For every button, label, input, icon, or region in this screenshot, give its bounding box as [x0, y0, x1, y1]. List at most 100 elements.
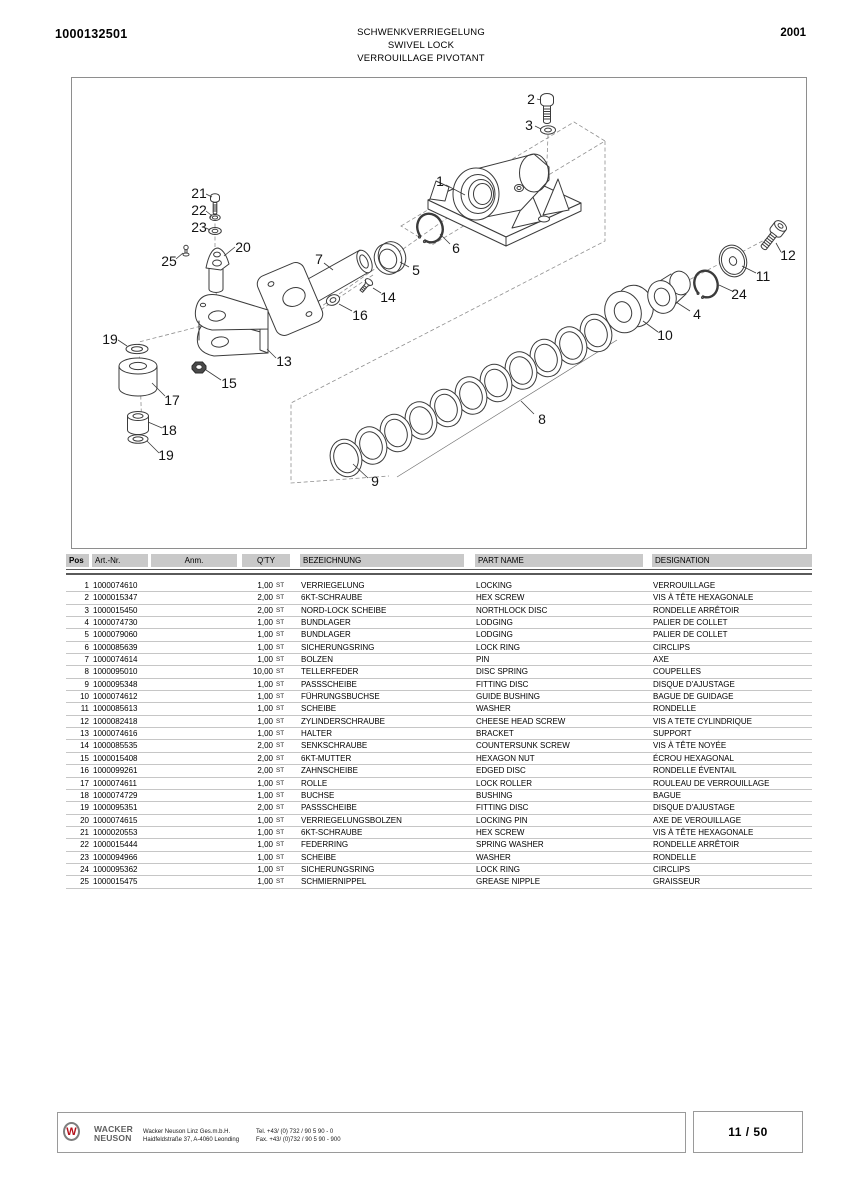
cell-pos: 21 — [80, 827, 89, 837]
table-row: 22 1000015444 1,00 ST FEDERRING SPRING W… — [66, 839, 812, 852]
part-bushing-18 — [127, 411, 149, 435]
callout-numbers: 2 3 1 6 5 7 14 16 12 11 24 4 10 21 22 23… — [102, 91, 796, 489]
year-label: 2001 — [780, 27, 806, 39]
cell-part-name: LOCK ROLLER — [476, 778, 533, 788]
part-hex-nut-15 — [191, 361, 207, 374]
callout-3: 3 — [525, 117, 533, 133]
cell-designation: RONDELLE — [653, 704, 697, 714]
cell-art-nr: 1000074616 — [93, 729, 138, 739]
table-row: 21 1000020553 1,00 ST 6KT-SCHRAUBE HEX S… — [66, 827, 812, 840]
part-pin-7-flange-plate — [256, 262, 324, 336]
cell-art-nr: 1000079060 — [93, 630, 138, 640]
cell-qty: 1,00 ST — [242, 617, 300, 628]
qty-value: 1,00 — [257, 642, 273, 652]
cell-anm — [151, 852, 242, 863]
cell-designation: RONDELLE — [653, 852, 697, 862]
qty-value: 1,00 — [257, 581, 273, 590]
cell-qty: 1,00 ST — [242, 580, 300, 591]
cell-bezeichnung: VERRIEGELUNG — [301, 581, 365, 590]
cell-art-nr: 1000015347 — [93, 593, 138, 603]
cell-art-nr: 1000085639 — [93, 642, 138, 652]
callout-14: 14 — [380, 289, 396, 305]
callout-22: 22 — [191, 202, 207, 218]
cell-qty: 1,00 ST — [242, 642, 300, 653]
table-row: 19 1000095351 2,00 ST PASSSCHEIBE FITTIN… — [66, 802, 812, 815]
cell-bezeichnung: SCHEIBE — [301, 852, 337, 862]
header-rule — [66, 569, 812, 575]
cell-part-name: EDGED DISC — [476, 766, 526, 776]
callout-2: 2 — [527, 91, 535, 107]
cell-qty: 1,00 ST — [242, 790, 300, 801]
cell-bezeichnung: NORD-LOCK SCHEIBE — [301, 605, 387, 615]
cell-pos: 2 — [84, 593, 89, 603]
table-row: 5 1000079060 1,00 ST BUNDLAGER LODGING P… — [66, 629, 812, 642]
part-circlip-24 — [693, 269, 719, 299]
cell-qty: 10,00 ST — [242, 666, 300, 677]
cell-pos: 12 — [80, 716, 89, 726]
cell-qty: 2,00 ST — [242, 740, 300, 751]
cell-part-name: BUSHING — [476, 790, 513, 800]
cell-designation: ÉCROU HEXAGONAL — [653, 753, 734, 763]
qty-unit: ST — [276, 730, 285, 738]
cell-part-name: FITTING DISC — [476, 679, 529, 689]
cell-art-nr: 1000074729 — [93, 790, 138, 800]
part-fitting-disc-19a — [125, 343, 149, 355]
cell-qty: 1,00 ST — [242, 716, 300, 727]
cell-designation: RONDELLE ARRÊTOIR — [653, 605, 740, 615]
cell-pos: 6 — [84, 642, 89, 652]
qty-value: 1,00 — [257, 692, 273, 702]
cell-qty: 1,00 ST — [242, 815, 300, 826]
table-row: 6 1000085639 1,00 ST SICHERUNGSRING LOCK… — [66, 642, 812, 655]
title-german: SCHWENKVERRIEGELUNG — [357, 27, 485, 38]
qty-unit: ST — [276, 828, 285, 836]
table-row: 8 1000095010 10,00 ST TELLERFEDER DISC S… — [66, 666, 812, 679]
cell-bezeichnung: FEDERRING — [301, 840, 349, 850]
cell-designation: GRAISSEUR — [653, 877, 701, 887]
company-name: Wacker Neuson Linz Ges.m.b.H. — [143, 1129, 231, 1135]
cell-pos: 3 — [84, 605, 89, 615]
cell-pos: 4 — [84, 618, 89, 628]
cell-pos: 19 — [80, 803, 89, 813]
qty-value: 1,00 — [257, 630, 273, 640]
qty-unit: ST — [276, 631, 285, 639]
cell-part-name: WASHER — [476, 704, 511, 714]
callout-18: 18 — [161, 422, 177, 438]
part-lock-roller-17 — [118, 357, 158, 397]
cell-bezeichnung: HALTER — [301, 729, 332, 739]
cell-designation: PALIER DE COLLET — [653, 630, 728, 640]
cell-designation: BAGUE — [653, 790, 682, 800]
cell-bezeichnung: BUCHSE — [301, 790, 335, 800]
qty-value: 1,00 — [257, 704, 273, 714]
table-row: 20 1000074615 1,00 ST VERRIEGELUNGSBOLZE… — [66, 815, 812, 827]
cell-bezeichnung: TELLERFEDER — [301, 667, 359, 677]
table-row: 10 1000074612 1,00 ST FÜHRUNGSBUCHSE GUI… — [66, 691, 812, 704]
qty-value: 1,00 — [257, 655, 273, 665]
brand-line-2: NEUSON — [94, 1132, 132, 1143]
part-guide-bushing-10 — [604, 284, 654, 334]
cell-part-name: LODGING — [476, 630, 513, 640]
part-countersunk-screw-14 — [359, 278, 374, 293]
qty-value: 2,00 — [257, 593, 273, 603]
cell-art-nr: 1000085613 — [93, 704, 138, 714]
cell-anm — [151, 691, 242, 702]
column-header-anm: Anm. — [151, 554, 237, 567]
cell-anm — [151, 864, 242, 875]
cell-art-nr: 1000074611 — [93, 778, 137, 788]
cell-anm — [151, 790, 242, 801]
title-french: VERROUILLAGE PIVOTANT — [357, 53, 485, 64]
brand-wordmark: WACKER NEUSON — [94, 1125, 133, 1142]
cell-pos: 13 — [80, 729, 89, 739]
qty-unit: ST — [276, 606, 285, 614]
qty-unit: ST — [276, 594, 285, 602]
callout-6: 6 — [452, 240, 460, 256]
cell-part-name: HEX SCREW — [476, 593, 525, 603]
qty-unit: ST — [276, 804, 285, 812]
cell-pos: 11 — [80, 704, 89, 714]
document-number: 1000132501 — [55, 27, 128, 41]
cell-art-nr: 1000094966 — [93, 852, 138, 862]
qty-value: 2,00 — [257, 803, 273, 813]
qty-value: 1,00 — [257, 679, 273, 689]
cell-qty: 1,00 ST — [242, 876, 300, 887]
qty-unit: ST — [276, 754, 285, 762]
callout-24: 24 — [731, 286, 747, 302]
